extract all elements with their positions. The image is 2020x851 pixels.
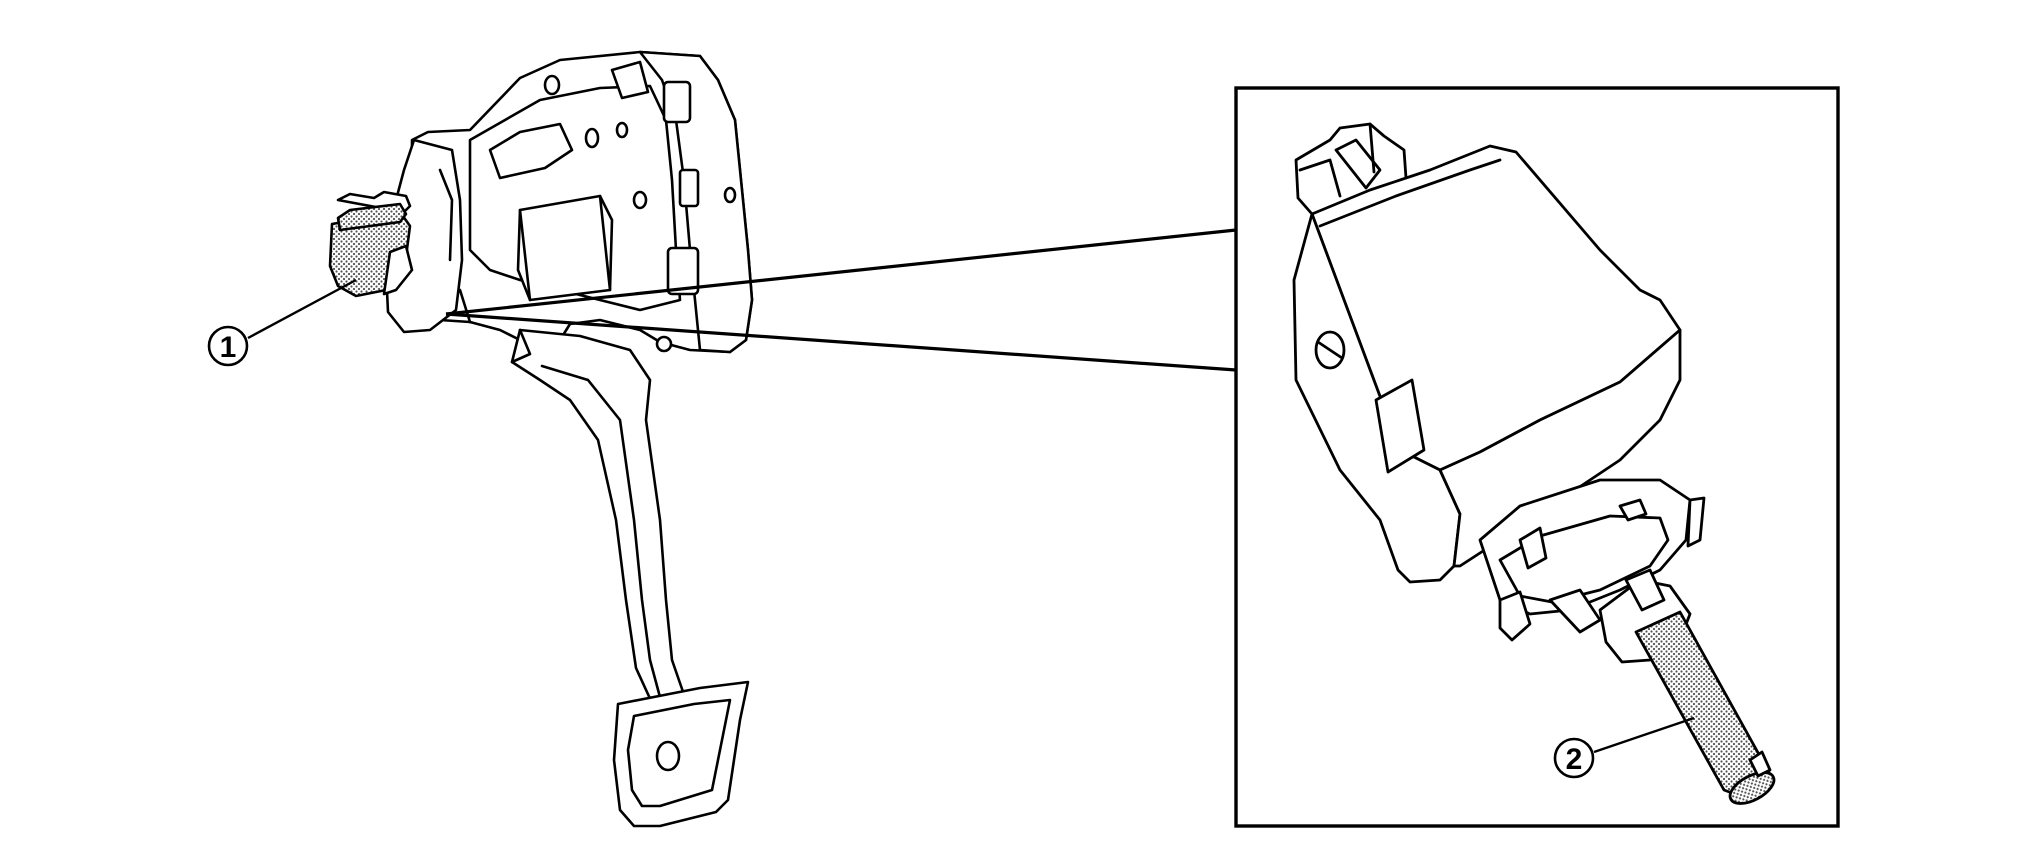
callout-1-marker: 1 (207, 325, 249, 367)
callout-1-label: 1 (220, 331, 237, 364)
pedal-arm (510, 328, 750, 828)
callout-2-label: 2 (1566, 743, 1583, 776)
callout-2-marker: 2 (1553, 737, 1595, 779)
callout-1-leader (247, 278, 357, 340)
stop-lamp-switch-detail (1292, 122, 1706, 664)
stop-lamp-switch-mounted (328, 190, 414, 298)
switch-plunger (1634, 610, 1776, 805)
zoom-lines (445, 228, 1237, 372)
callout-2-leader (1593, 716, 1695, 754)
brake-pedal-assembly (384, 50, 754, 354)
